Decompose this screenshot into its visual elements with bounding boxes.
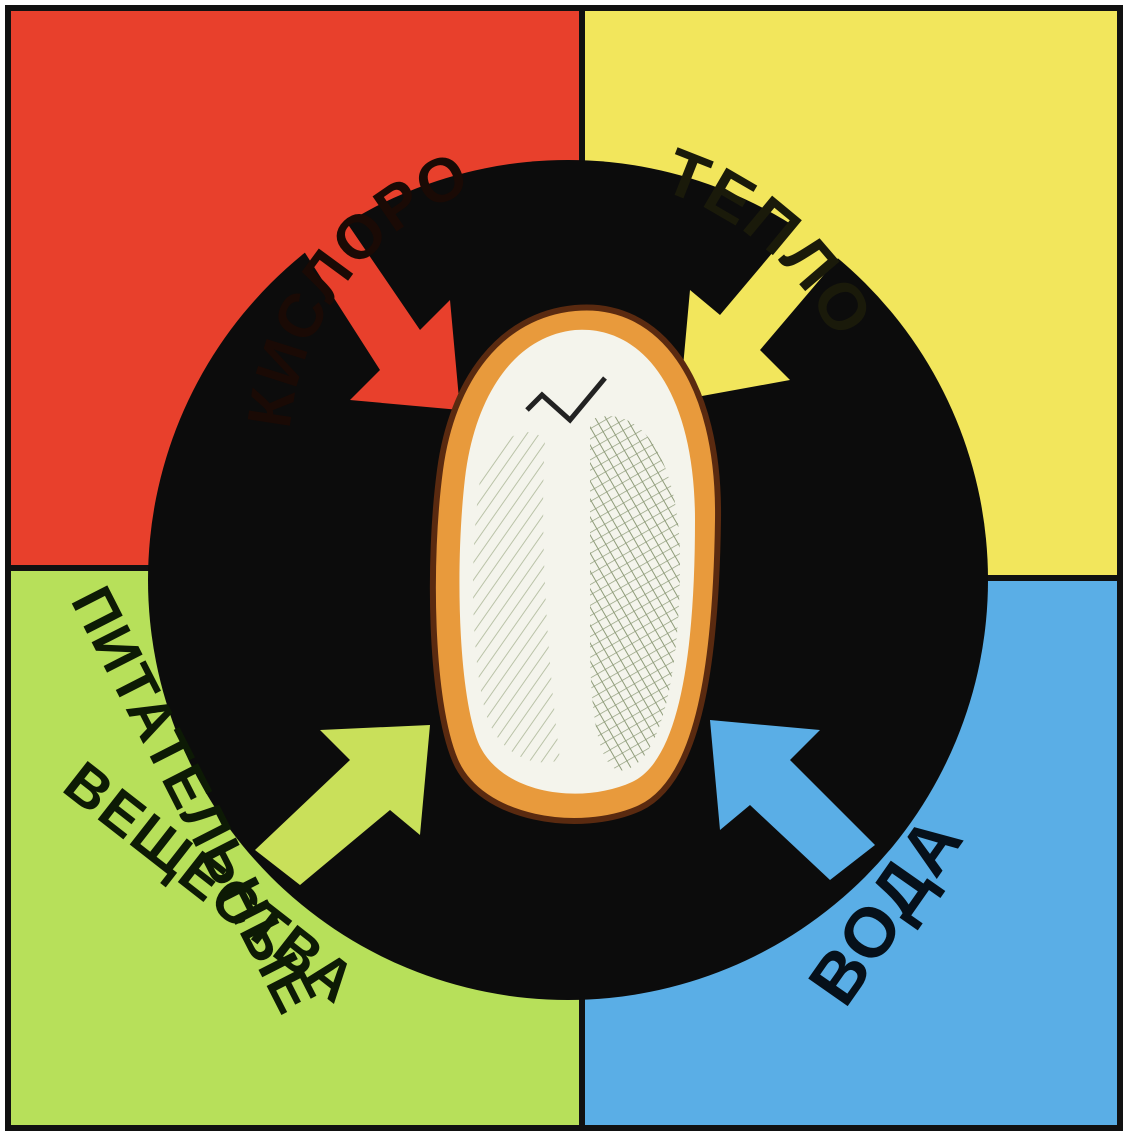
seed-icon [433,307,718,820]
